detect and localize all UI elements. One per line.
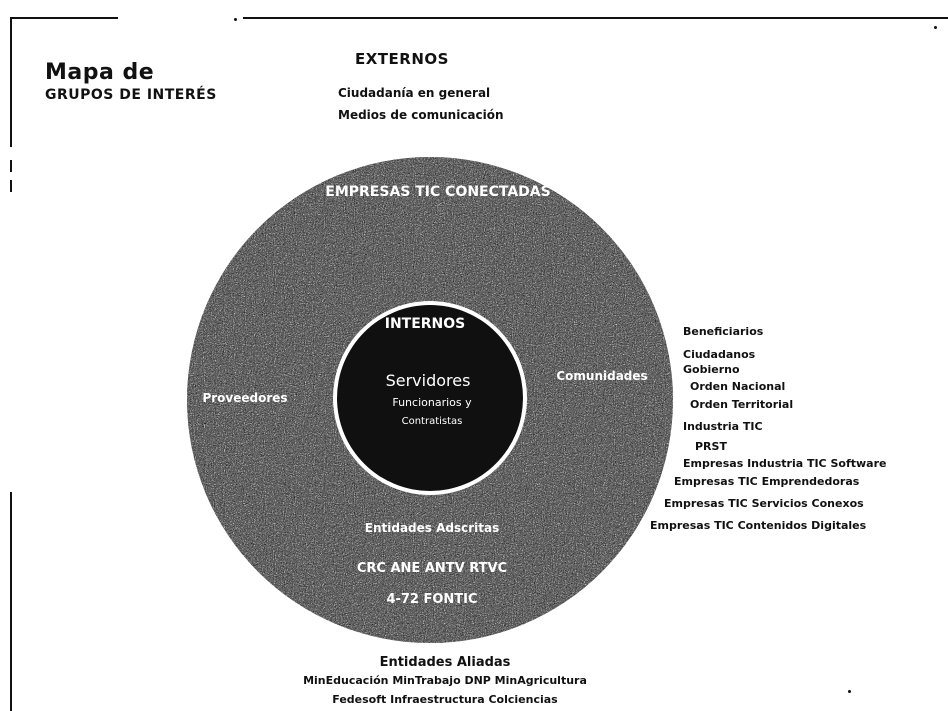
external-heading: EXTERNOS (355, 50, 449, 68)
allied-heading: Entidades Aliadas (379, 655, 511, 670)
stray-dot (848, 690, 851, 693)
frame-left-top-line (10, 17, 12, 147)
stray-dot (234, 18, 237, 21)
internal-heading: INTERNOS (385, 316, 466, 332)
list-item: Empresas Industria TIC Software (683, 457, 887, 470)
ring-label-bottom-2: CRC ANE ANTV RTVC (357, 561, 507, 576)
external-item-1: Ciudadanía en general (338, 86, 491, 100)
frame-top-right-line (243, 17, 948, 19)
frame-left-bottom-line (10, 492, 12, 711)
list-item: Ciudadanos (683, 348, 756, 361)
list-item: Orden Nacional (690, 380, 786, 393)
list-item: Empresas TIC Emprendedoras (674, 475, 860, 488)
list-item: Empresas TIC Contenidos Digitales (650, 519, 867, 532)
ring-label-top: EMPRESAS TIC CONECTADAS (325, 184, 550, 200)
frame-left-dash-1 (10, 160, 12, 172)
list-item: PRST (695, 440, 727, 453)
list-item: Gobierno (683, 363, 740, 376)
frame-top-left-line (10, 17, 118, 19)
list-item: Beneficiarios (683, 325, 764, 338)
ring-label-bottom-1: Entidades Adscritas (365, 521, 499, 535)
allied-line-1: MinEducación MinTrabajo DNP MinAgricultu… (303, 674, 587, 687)
list-item: Empresas TIC Servicios Conexos (664, 497, 864, 510)
internal-line-1: Funcionarios y (392, 396, 472, 409)
ring-label-left: Proveedores (202, 391, 287, 405)
page-subtitle: GRUPOS DE INTERÉS (45, 87, 217, 103)
frame-left-dash-2 (10, 180, 12, 192)
internal-line-2: Contratistas (402, 416, 463, 427)
allied-line-2: Fedesoft Infraestructura Colciencias (332, 693, 558, 706)
stray-dot (934, 26, 937, 29)
list-item: Industria TIC (683, 420, 763, 433)
ring-label-right: Comunidades (556, 369, 647, 383)
internal-title: Servidores (386, 371, 471, 390)
external-item-2: Medios de comunicación (338, 108, 504, 122)
ring-label-bottom-3: 4-72 FONTIC (386, 592, 477, 607)
list-item: Orden Territorial (690, 398, 794, 411)
inner-circle (337, 305, 523, 491)
page-title: Mapa de (45, 60, 155, 85)
